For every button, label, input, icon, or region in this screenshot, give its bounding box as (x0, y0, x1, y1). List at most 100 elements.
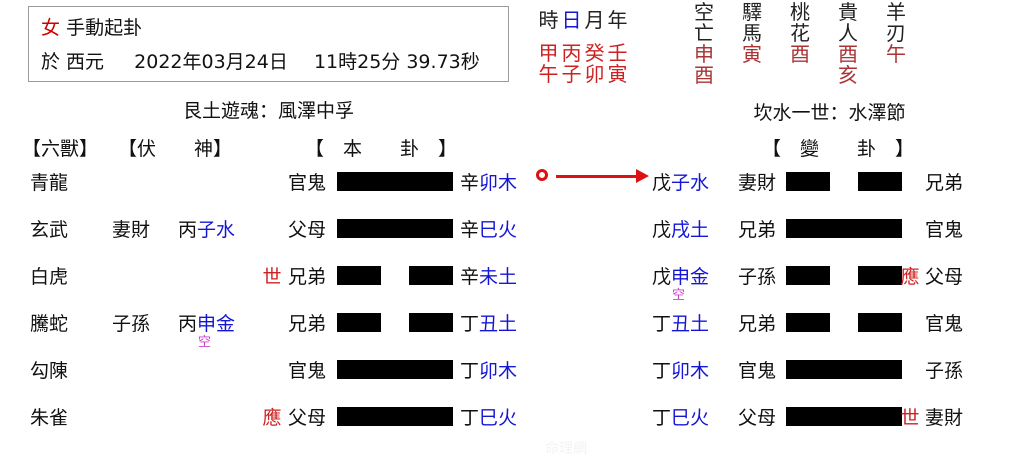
yang-line-icon (337, 407, 453, 426)
shensha-values-top-row: 申 寅 酉 酉 午 (680, 44, 920, 65)
relation-label-far-right: 妻財 (925, 407, 964, 429)
yin-line-icon (786, 266, 902, 285)
pillar-stems-row: 甲丙癸壬 (537, 43, 647, 64)
yao-line-right (786, 407, 902, 426)
shensha-name-top-0: 空 (694, 0, 714, 24)
stem-branch-left: 辛巳火 (460, 219, 518, 241)
six-beast-label: 玄武 (30, 219, 69, 241)
yang-line-icon (786, 360, 902, 379)
hexagram-row: 白虎世兄弟辛未土戊申金子孫應父母空 (0, 254, 1019, 303)
pillar-label-hour: 時 (538, 8, 559, 32)
shensha-value-top-2: 酉 (790, 42, 810, 66)
pillar-labels-row: 時日月年 (537, 4, 647, 33)
hexagram-row: 玄武妻財丙子水父母辛巳火戊戌土兄弟官鬼 (0, 207, 1019, 254)
shensha-value-bottom-2 (776, 65, 824, 86)
yao-line-left (337, 313, 453, 332)
yao-line-left (337, 266, 453, 285)
pillar-branch-month: 卯 (584, 62, 605, 86)
shi-ying-marker-left: 世 (262, 266, 282, 288)
shensha-name-bottom-1: 馬 (742, 21, 762, 45)
shensha-value-bottom-0: 酉 (694, 63, 714, 87)
yang-line-icon (337, 172, 453, 191)
relation-label-far-right: 子孫 (925, 360, 964, 382)
stem-branch-left: 辛未土 (460, 266, 518, 288)
fushen-stem-branch: 丙子水 (178, 219, 236, 241)
shensha-value-top-0: 申 (694, 42, 714, 66)
stem-branch-right: 丁卯木 (652, 360, 710, 382)
yang-line-icon (786, 219, 902, 238)
method-label: 手動起卦 (66, 17, 143, 39)
shensha-value-top-1: 寅 (742, 42, 762, 66)
stem-branch-right: 丁巳火 (652, 407, 710, 429)
pillar-stem-hour: 甲 (538, 41, 559, 65)
yao-line-left (337, 172, 453, 191)
stem-branch-left: 丁丑土 (460, 313, 518, 335)
shensha-name-bottom-3: 人 (838, 21, 858, 45)
stem-branch-left: 丁卯木 (460, 360, 518, 382)
query-info-box: 女 手動起卦 於 西元 2022年03月24日 11時25分 39.73秒 (28, 6, 509, 82)
shensha-names-top-row: 空 驛 桃 貴 羊 (680, 2, 920, 23)
yang-line-icon (337, 360, 453, 379)
arrow-head-icon (636, 169, 649, 183)
fushen-relation-label: 子孫 (112, 313, 151, 335)
fushen-kongwang-marker: 空 (198, 335, 212, 350)
stem-branch-right: 丁丑土 (652, 313, 710, 335)
shensha-value-top-4: 午 (886, 42, 906, 66)
relation-label-far-right: 父母 (925, 266, 964, 288)
yao-line-left (337, 407, 453, 426)
kongwang-marker-right: 空 (672, 288, 686, 303)
column-header-changed-hexagram: 【 變 卦 】 (762, 138, 915, 160)
relation-label-right: 兄弟 (738, 219, 777, 241)
stem-branch-right: 戊子水 (652, 172, 710, 194)
shensha-values-bottom-row: 酉 亥 (680, 65, 920, 86)
hexagram-row: 勾陳官鬼丁卯木丁卯木官鬼子孫 (0, 348, 1019, 395)
arrow-shaft-icon (556, 175, 640, 178)
changing-line-arrow (536, 166, 656, 192)
pillar-branch-day: 子 (561, 62, 582, 86)
six-beast-label: 勾陳 (30, 360, 69, 382)
yin-line-icon (337, 266, 453, 285)
header-line-method: 女 手動起卦 (41, 13, 142, 40)
shensha-value-top-3: 酉 (838, 42, 858, 66)
pillar-branches-row: 午子卯寅 (537, 64, 647, 85)
shi-ying-marker-right: 世 (900, 407, 920, 429)
date-value: 2022年03月24日 (134, 51, 288, 73)
relation-label-right: 兄弟 (738, 313, 777, 335)
relation-label-far-right: 官鬼 (925, 219, 964, 241)
relation-label-left: 父母 (288, 407, 327, 429)
fushen-stem-branch: 丙申金 (178, 313, 236, 335)
original-hexagram-title: 艮土遊魂：風澤中孚 (182, 100, 354, 122)
shensha-names-bottom-row: 亡 馬 花 人 刃 (680, 23, 920, 44)
six-beast-label: 朱雀 (30, 407, 69, 429)
pillar-label-month: 月 (584, 8, 605, 32)
stem-branch-right: 戊戌土 (652, 219, 710, 241)
shensha-name-top-4: 羊 (886, 0, 906, 24)
relation-label-right: 子孫 (738, 266, 777, 288)
header-line-datetime: 於 西元 2022年03月24日 11時25分 39.73秒 (41, 47, 480, 74)
yin-line-icon (786, 313, 902, 332)
six-beast-label: 白虎 (30, 266, 69, 288)
relation-label-right: 妻財 (738, 172, 777, 194)
shensha-table: 空 驛 桃 貴 羊 亡 馬 花 人 刃 申 寅 酉 酉 午 酉 亥 (680, 2, 920, 86)
relation-label-right: 官鬼 (738, 360, 777, 382)
column-header-original-hexagram: 【 本 卦 】 (305, 138, 458, 160)
yao-line-right (786, 360, 902, 379)
shensha-name-bottom-4: 刃 (886, 21, 906, 45)
pillar-stem-day: 丙 (561, 41, 582, 65)
column-header-fushen: 【伏 神】 (118, 138, 233, 160)
yao-line-right (786, 172, 902, 191)
shensha-value-bottom-3: 亥 (838, 63, 858, 87)
relation-label-left: 兄弟 (288, 266, 327, 288)
yin-line-icon (786, 172, 902, 191)
shensha-name-bottom-2: 花 (790, 21, 810, 45)
gender-label: 女 (41, 17, 61, 39)
shensha-name-bottom-0: 亡 (694, 21, 714, 45)
yao-line-right (786, 313, 902, 332)
pillar-branch-hour: 午 (538, 62, 559, 86)
hexagram-row: 朱雀應父母丁巳火丁巳火父母世妻財 (0, 395, 1019, 442)
shensha-value-bottom-1 (728, 65, 776, 86)
relation-label-far-right: 官鬼 (925, 313, 964, 335)
four-pillars: 時日月年 甲丙癸壬 午子卯寅 (537, 4, 647, 85)
yao-line-left (337, 360, 453, 379)
six-beast-label: 騰蛇 (30, 313, 69, 335)
